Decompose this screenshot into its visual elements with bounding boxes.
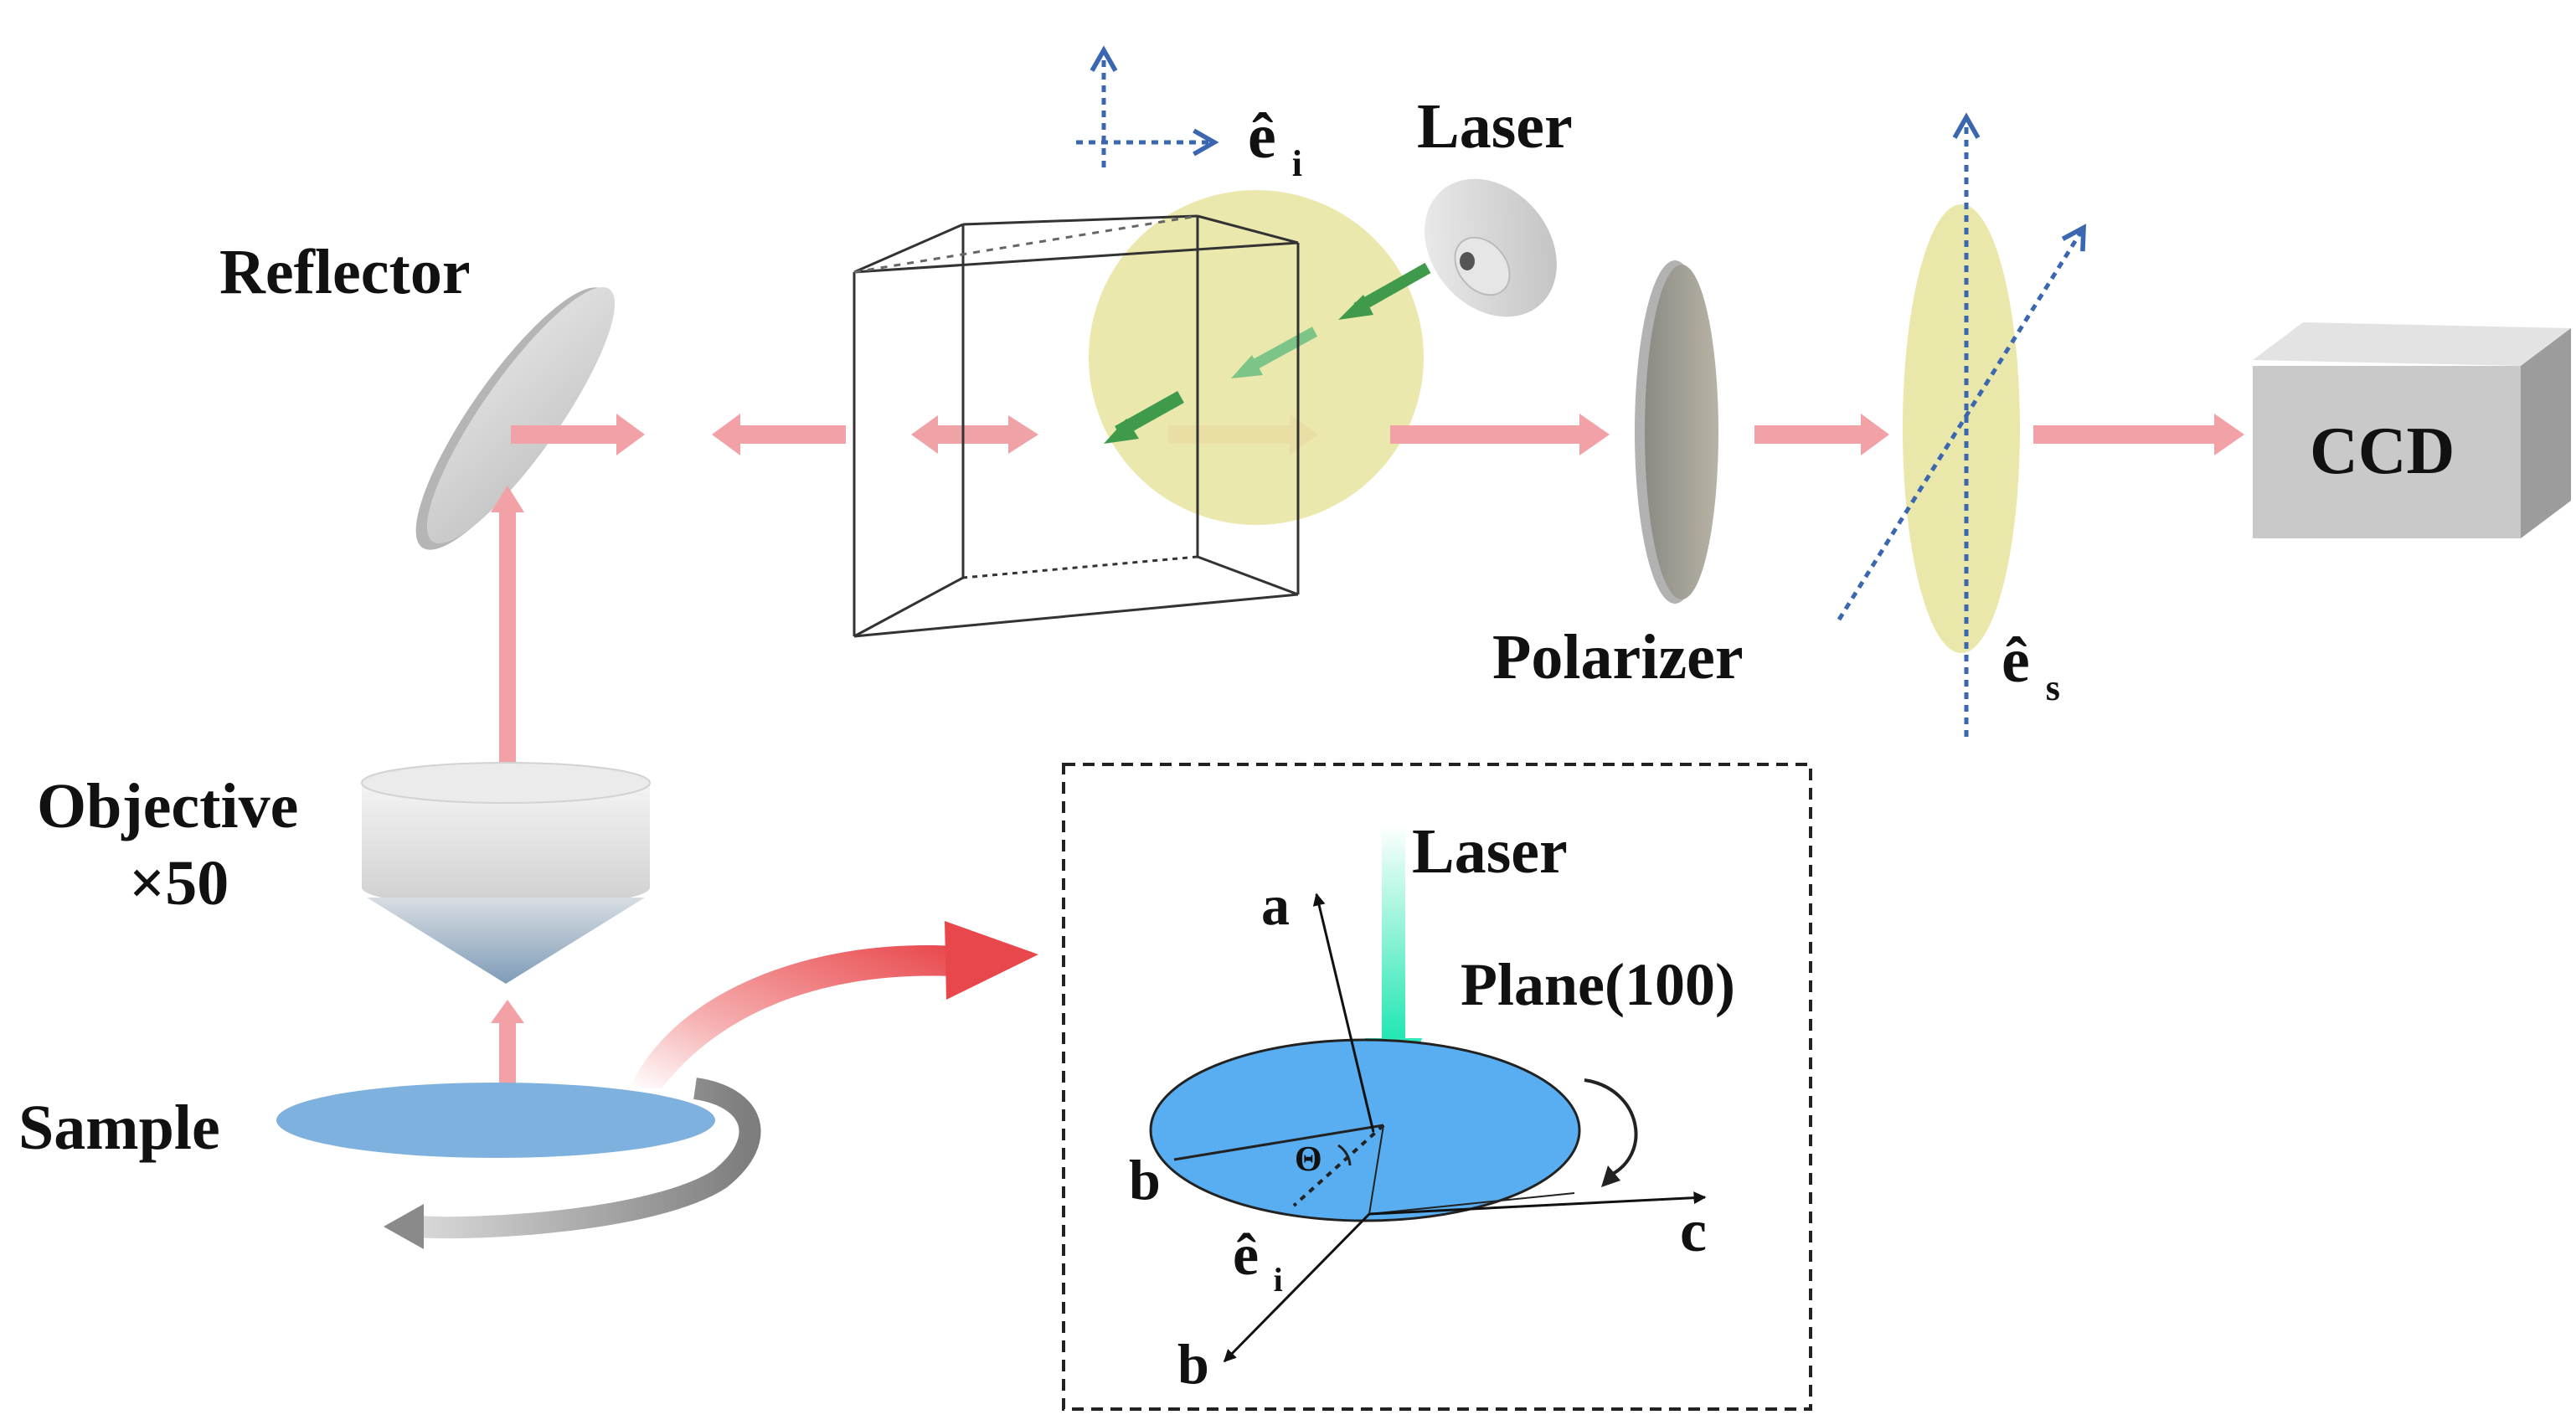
e-s-subscript: s xyxy=(2046,667,2060,708)
scattered-polarization-symbol xyxy=(1837,112,2086,737)
axis-b-left-label: b xyxy=(1129,1148,1161,1212)
ccd-detector xyxy=(2253,322,2571,538)
e-s-letter: ê xyxy=(2002,625,2030,696)
inset-frame xyxy=(1062,763,1812,1411)
sample-label: Sample xyxy=(18,1093,220,1163)
e-i-top-symbol: ê i xyxy=(1248,101,1302,184)
reflector xyxy=(415,286,616,550)
vertical-beam xyxy=(491,486,524,770)
axis-b-bottom-label: b xyxy=(1177,1332,1209,1396)
objective-lens xyxy=(361,762,651,984)
beam-reflector-to-cube xyxy=(511,414,645,455)
inset-laser-label: Laser xyxy=(1412,816,1568,887)
e-s-symbol: ê s xyxy=(2002,625,2060,708)
inset-external-axes xyxy=(1223,893,1707,1363)
wireframe-cube xyxy=(853,214,1300,638)
beam-into-cube xyxy=(712,414,846,455)
e-i-top-letter: ê xyxy=(1248,101,1276,172)
green-laser-beams xyxy=(1104,262,1431,444)
reflector-label: Reflector xyxy=(219,237,471,307)
rotation-arrowhead xyxy=(1601,1165,1620,1187)
objective-label-line2: ×50 xyxy=(129,848,229,918)
laser-top-label: Laser xyxy=(1417,91,1573,162)
beam-splitter-disc xyxy=(1089,190,1424,525)
polarizer xyxy=(1635,260,1718,604)
beam-inside-cube xyxy=(911,415,1038,454)
zoom-arrow xyxy=(630,921,1038,1088)
e-i-inset-symbol: ê i xyxy=(1233,1223,1283,1299)
axis-a-label: a xyxy=(1261,873,1290,937)
beam-polarizer-to-analyzer xyxy=(1754,414,1889,455)
objective-label-line1: Objective xyxy=(37,771,298,841)
sample-disc xyxy=(276,1083,715,1158)
ccd-label: CCD xyxy=(2310,414,2455,488)
e-i-top-subscript: i xyxy=(1292,143,1302,184)
e-i-inset-subscript: i xyxy=(1274,1261,1283,1299)
laser-source xyxy=(1425,178,1557,317)
sample-rotation-arrow xyxy=(384,1078,761,1249)
beam-sample-to-objective xyxy=(491,1000,524,1105)
inset-axes-lines xyxy=(1173,1078,1638,1215)
beam-splitter-to-polarizer xyxy=(1390,414,1610,455)
beam-analyzer-to-ccd xyxy=(2033,414,2244,455)
polarizer-label: Polarizer xyxy=(1492,622,1744,692)
incident-polarization-symbol xyxy=(1076,45,1219,167)
analyzer-disc xyxy=(1903,204,2020,653)
e-i-inset-letter: ê xyxy=(1233,1223,1259,1288)
theta-label: Θ xyxy=(1295,1140,1322,1179)
crystal-plane xyxy=(1149,1038,1581,1222)
axis-c-label: c xyxy=(1680,1197,1707,1264)
plane-label: Plane(100) xyxy=(1461,951,1735,1018)
